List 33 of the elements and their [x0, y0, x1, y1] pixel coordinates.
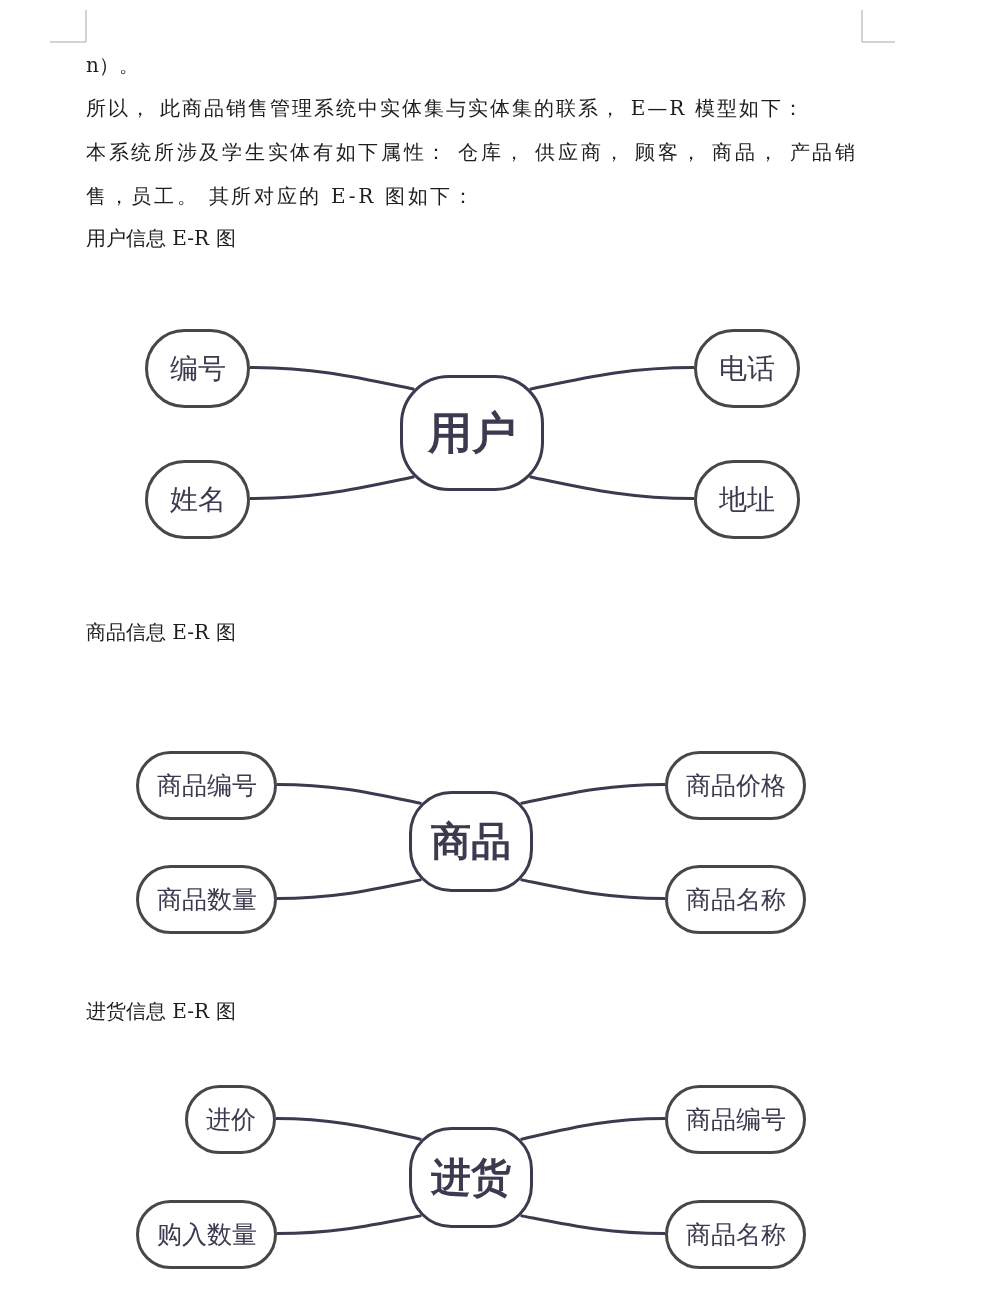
connector-line: [249, 475, 415, 500]
paragraph: 本系统所涉及学生实体有如下属性： 仓库， 供应商， 顾客， 商品， 产品销售，员工。 其所对应的 E-R 图如下：: [86, 139, 859, 210]
connector-line: [276, 1214, 422, 1235]
connector-line: [520, 878, 666, 900]
connector-line: [529, 475, 695, 500]
attribute-box: 购入数量: [136, 1200, 277, 1269]
attribute-box: 编号: [145, 329, 250, 408]
section-heading: 进货信息 E-R 图: [86, 998, 237, 1025]
connector-line: [520, 1214, 666, 1235]
entity-box: 进货: [409, 1127, 533, 1228]
attribute-box: 商品价格: [665, 751, 806, 820]
attribute-box: 商品数量: [136, 865, 277, 934]
attribute-box: 进价: [185, 1085, 276, 1154]
connector-line: [520, 783, 666, 805]
attribute-box: 商品编号: [665, 1085, 806, 1154]
connector-line: [520, 1117, 666, 1141]
entity-box: 商品: [409, 791, 533, 892]
text-line: n）。: [86, 52, 140, 79]
connector-line: [276, 783, 422, 805]
connector-line: [249, 366, 415, 391]
attribute-box: 电话: [694, 329, 800, 408]
connector-line: [529, 366, 695, 391]
connector-line: [275, 1117, 422, 1141]
section-heading: 商品信息 E-R 图: [86, 619, 237, 646]
entity-box: 用户: [400, 375, 544, 491]
connector-line: [276, 878, 422, 900]
attribute-box: 商品名称: [665, 865, 806, 934]
section-heading: 用户信息 E-R 图: [86, 225, 237, 252]
text-line: 所以， 此商品销售管理系统中实体集与实体集的联系， E—R 模型如下：: [86, 95, 806, 122]
attribute-box: 地址: [694, 460, 800, 539]
attribute-box: 商品名称: [665, 1200, 806, 1269]
attribute-box: 商品编号: [136, 751, 277, 820]
attribute-box: 姓名: [145, 460, 250, 539]
